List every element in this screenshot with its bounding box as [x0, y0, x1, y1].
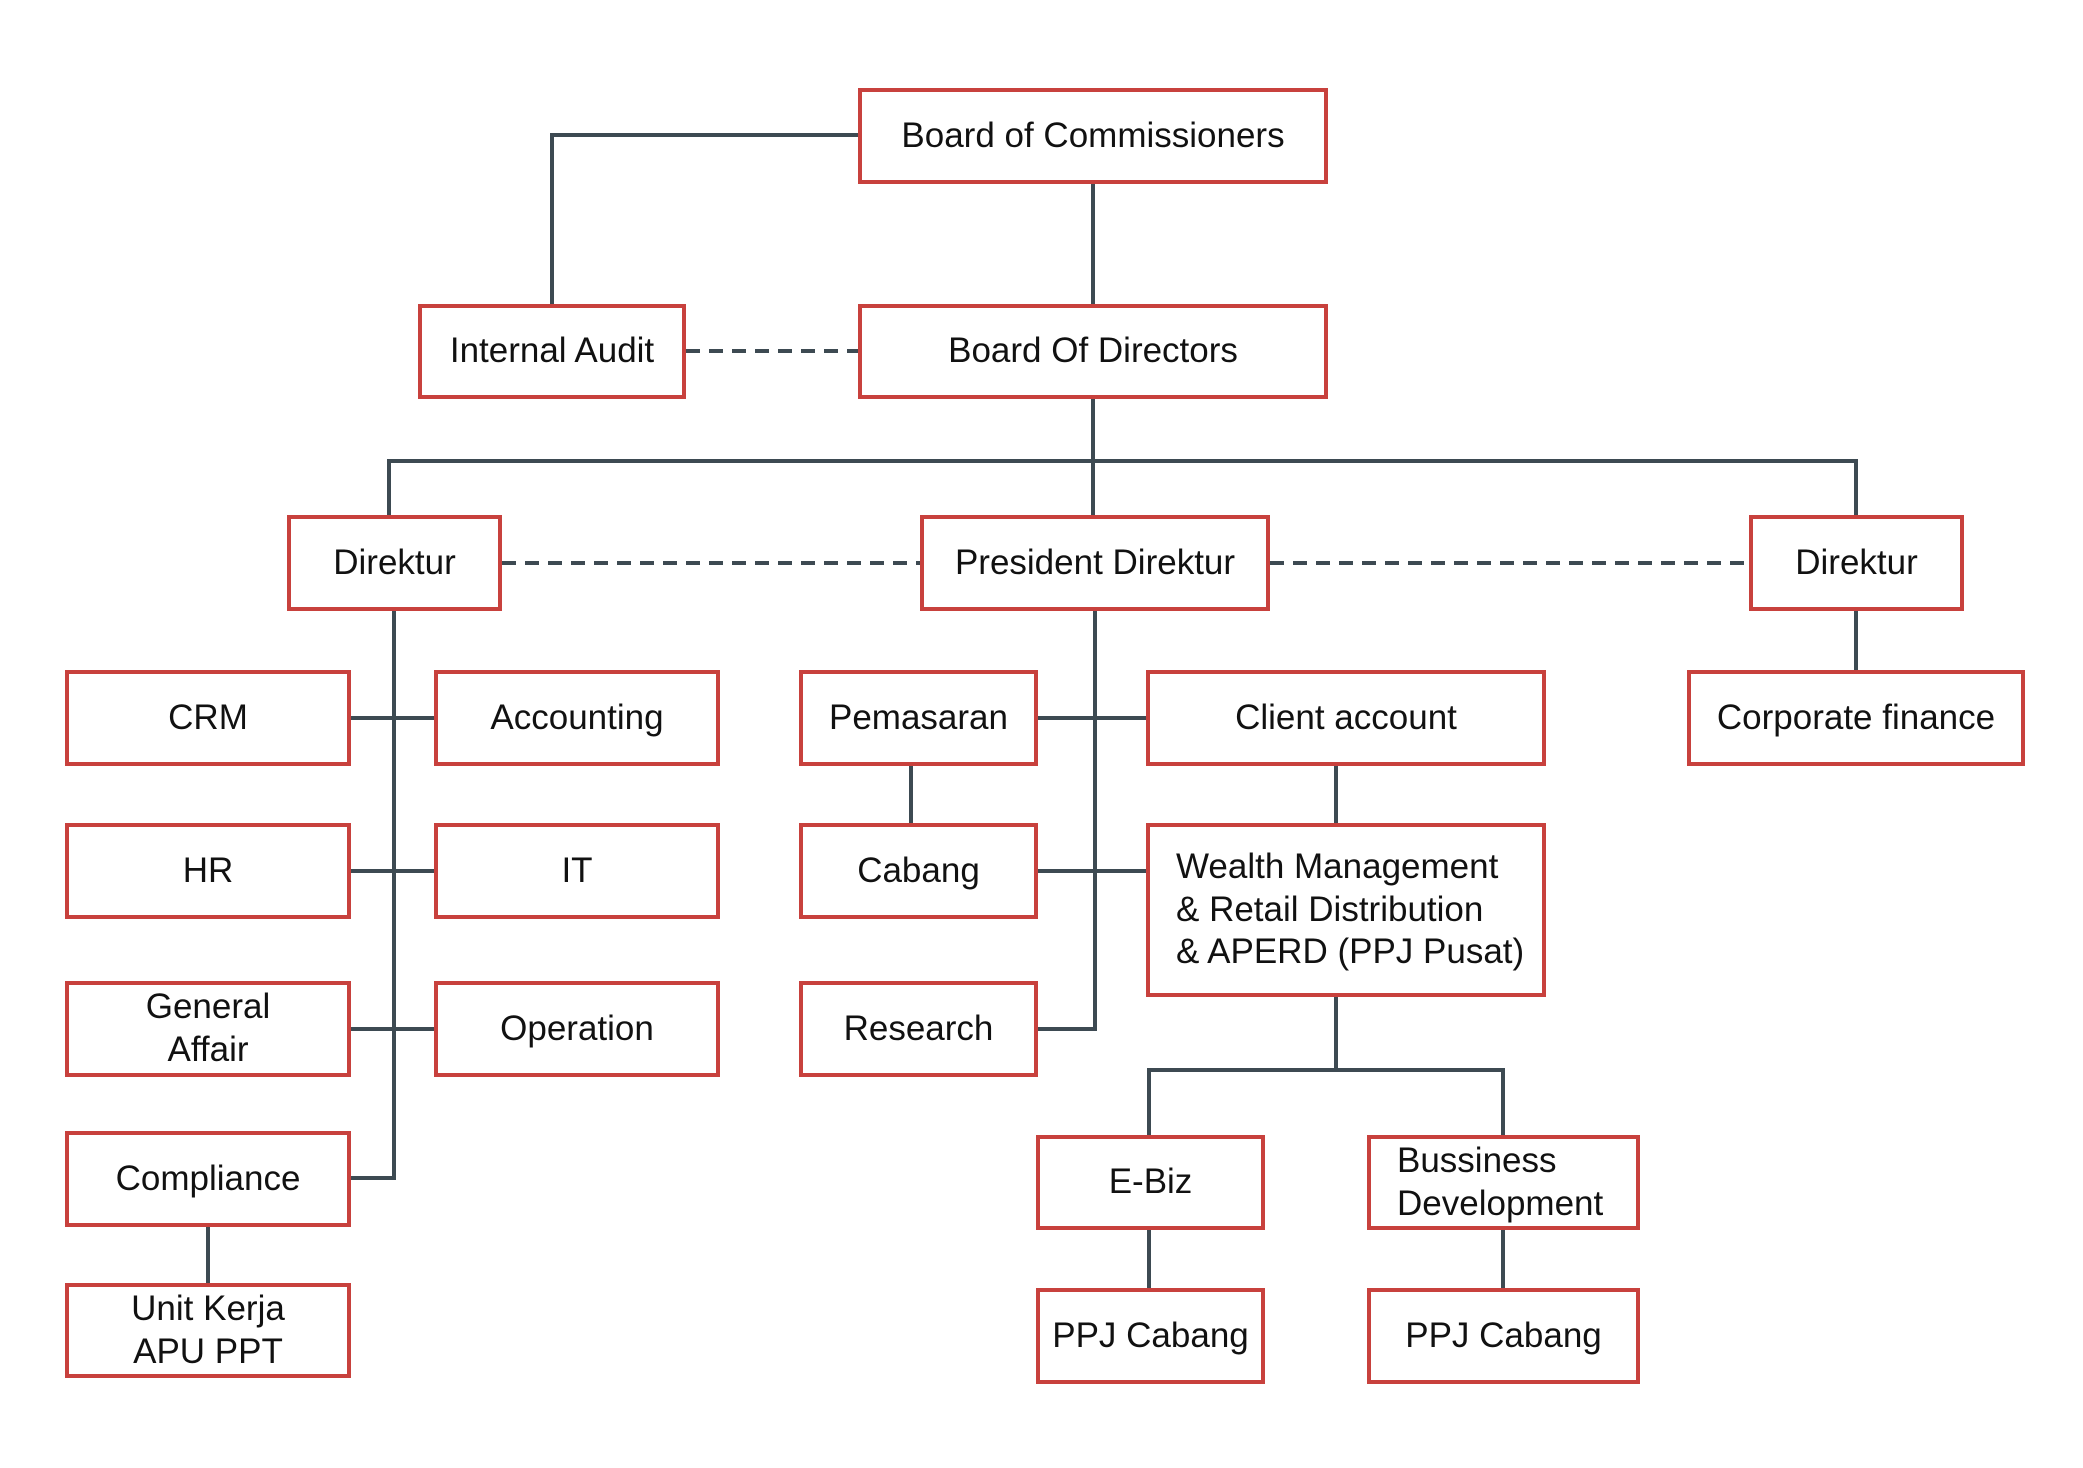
node-bussiness-development: Bussiness Development [1367, 1135, 1640, 1230]
node-general-affair: General Affair [65, 981, 351, 1077]
node-research: Research [799, 981, 1038, 1077]
node-crm: CRM [65, 670, 351, 766]
node-president-direktur: President Direktur [920, 515, 1270, 611]
connector-left-spine [351, 611, 396, 1180]
node-ppj-cabang-1: PPJ Cabang [1036, 1288, 1265, 1384]
connector-commissioners-internal-audit [550, 133, 858, 305]
node-direktur-left: Direktur [287, 515, 502, 611]
node-it: IT [434, 823, 720, 919]
node-board-of-commissioners: Board of Commissioners [858, 88, 1328, 184]
node-client-account: Client account [1146, 670, 1546, 766]
node-operation: Operation [434, 981, 720, 1077]
node-board-of-directors: Board Of Directors [858, 304, 1328, 399]
node-accounting: Accounting [434, 670, 720, 766]
node-compliance: Compliance [65, 1131, 351, 1227]
node-pemasaran: Pemasaran [799, 670, 1038, 766]
connector-wealth-children [1147, 997, 1505, 1135]
node-hr: HR [65, 823, 351, 919]
connector-directors-branches [387, 399, 1858, 515]
node-internal-audit: Internal Audit [418, 304, 686, 399]
node-wealth-management: Wealth Management & Retail Distribution … [1146, 823, 1546, 997]
connector-center-spine [1038, 611, 1097, 1031]
node-direktur-right: Direktur [1749, 515, 1964, 611]
node-unit-kerja-apu-ppt: Unit Kerja APU PPT [65, 1283, 351, 1378]
node-ppj-cabang-2: PPJ Cabang [1367, 1288, 1640, 1384]
node-cabang: Cabang [799, 823, 1038, 919]
node-corporate-finance: Corporate finance [1687, 670, 2025, 766]
node-e-biz: E-Biz [1036, 1135, 1265, 1230]
